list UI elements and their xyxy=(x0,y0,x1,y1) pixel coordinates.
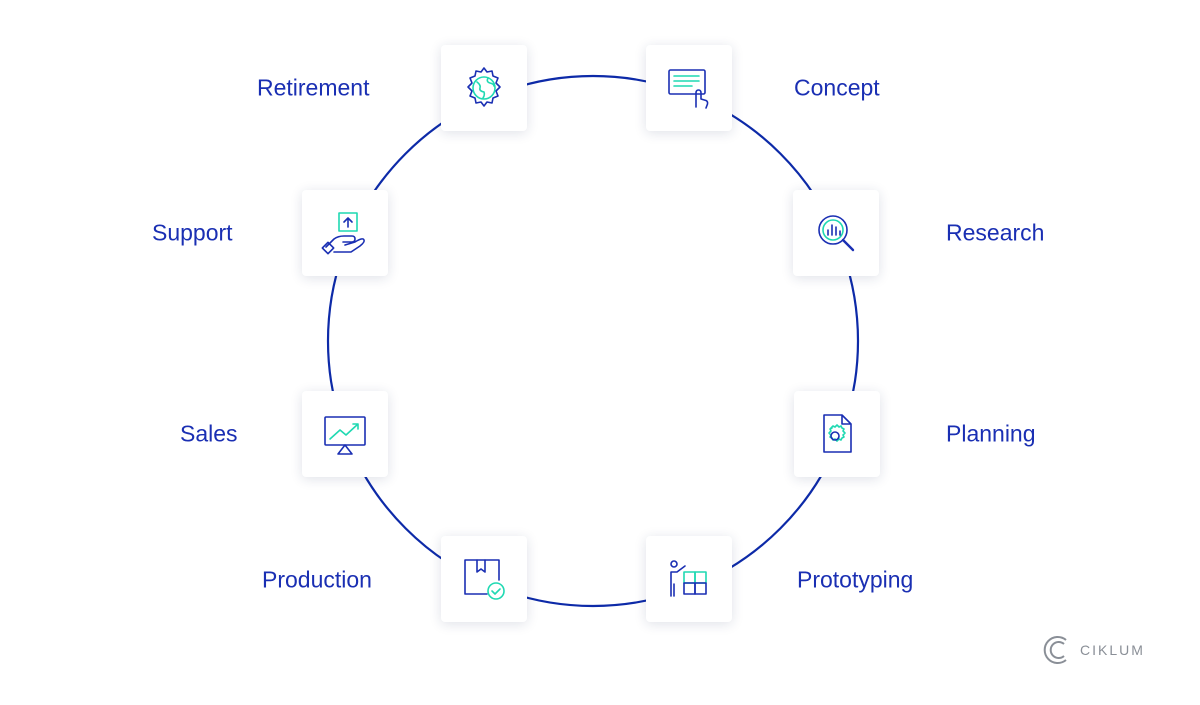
monitor-growth-icon xyxy=(324,416,366,455)
logo-text: CIKLUM xyxy=(1080,642,1145,658)
ciklum-logo: CIKLUM xyxy=(1042,634,1145,666)
magnifier-chart-icon xyxy=(818,215,855,252)
stage-label-research: Research xyxy=(946,219,1045,246)
ciklum-logo-icon xyxy=(1043,636,1067,664)
stage-card-research xyxy=(793,190,879,276)
stage-label-prototyping: Prototyping xyxy=(797,566,914,593)
box-check-icon xyxy=(464,559,505,600)
stage-card-production xyxy=(441,536,527,622)
stage-label-sales: Sales xyxy=(180,420,238,447)
stage-label-retirement: Retirement xyxy=(257,74,370,101)
stage-label-planning: Planning xyxy=(946,420,1036,447)
globe-gear-icon xyxy=(467,67,501,107)
hand-upload-icon xyxy=(321,212,365,255)
presenter-board-icon xyxy=(670,560,707,597)
stage-label-concept: Concept xyxy=(794,74,880,101)
stage-card-sales xyxy=(302,391,388,477)
stage-label-support: Support xyxy=(152,219,233,246)
touch-screen-icon xyxy=(668,69,709,109)
stage-card-planning xyxy=(794,391,880,477)
stage-card-concept xyxy=(646,45,732,131)
stage-label-production: Production xyxy=(262,566,372,593)
stage-card-retirement xyxy=(441,45,527,131)
ring-circle xyxy=(326,74,860,608)
gear-document-icon xyxy=(823,414,852,453)
stage-card-support xyxy=(302,190,388,276)
stage-card-prototyping xyxy=(646,536,732,622)
